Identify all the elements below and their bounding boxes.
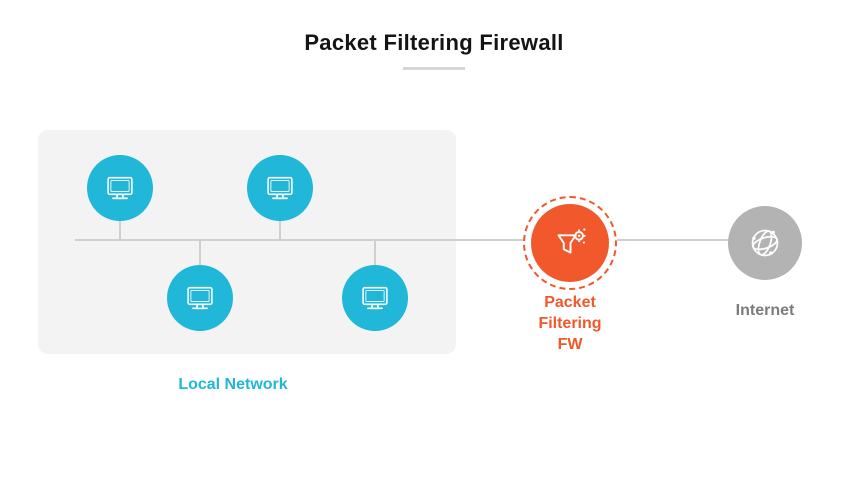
internet-label: Internet bbox=[735, 302, 795, 319]
page-title: Packet Filtering Firewall bbox=[304, 30, 564, 55]
computer-node-1 bbox=[87, 155, 153, 221]
computer-node-3 bbox=[167, 265, 233, 331]
stem-computer-2 bbox=[279, 221, 281, 240]
firewall-label-line-2: Filtering bbox=[538, 315, 602, 332]
firewall-label-line-1: Packet bbox=[544, 294, 596, 311]
stem-computer-3 bbox=[199, 240, 201, 265]
computer-node-2 bbox=[247, 155, 313, 221]
globe-network-icon bbox=[742, 220, 788, 266]
funnel-gear-icon bbox=[547, 220, 593, 266]
local-network-label: Local Network bbox=[178, 376, 288, 393]
computer-node-4 bbox=[342, 265, 408, 331]
firewall-node-ring bbox=[523, 196, 617, 290]
stem-computer-4 bbox=[374, 240, 376, 265]
title-underline bbox=[403, 67, 465, 70]
monitor-icon bbox=[181, 279, 219, 317]
internet-node bbox=[728, 206, 802, 280]
monitor-icon bbox=[356, 279, 394, 317]
firewall-label-line-3: FW bbox=[557, 336, 583, 353]
bus-line-firewall-to-internet bbox=[617, 239, 729, 241]
monitor-icon bbox=[101, 169, 139, 207]
firewall-label: Packet Filtering FW bbox=[518, 292, 622, 355]
bus-line-local-to-firewall bbox=[75, 239, 523, 241]
monitor-icon bbox=[261, 169, 299, 207]
stem-computer-1 bbox=[119, 221, 121, 240]
firewall-node bbox=[531, 204, 609, 282]
